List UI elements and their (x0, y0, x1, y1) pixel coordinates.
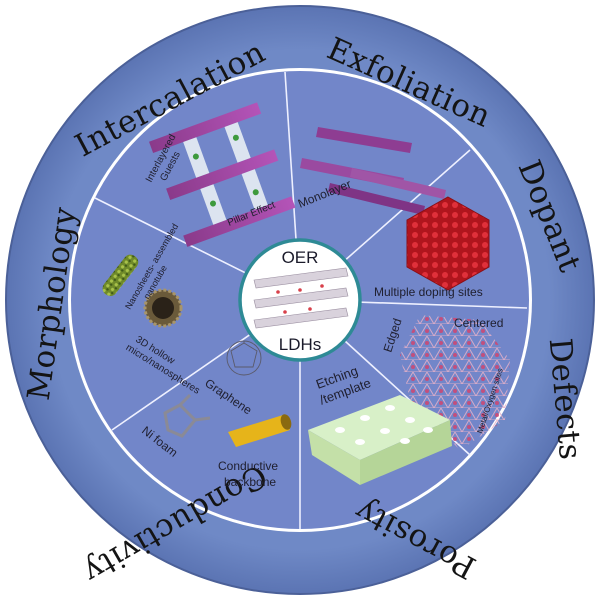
label-conductive-line1: Conductive (218, 459, 278, 473)
label-backbone-line2: backbone (224, 475, 276, 489)
porous-block-illustration (308, 395, 452, 485)
graphene-fullerene-illustration (226, 340, 262, 376)
nanotube-illustration (102, 254, 139, 297)
hollow-sphere-illustration (143, 288, 183, 328)
label-multiple-doping-sites: Multiple doping sites (374, 285, 483, 299)
ldh-layers-illustration (253, 267, 349, 329)
ni-foam-illustration (163, 393, 211, 438)
center-label-ldhs: LDHs (279, 335, 322, 354)
conductive-backbone-illustration (228, 414, 292, 447)
center-label-oer: OER (282, 248, 319, 267)
label-conductive-backbone: Conductive backbone (218, 459, 281, 489)
monolayer-illustration (300, 127, 446, 215)
label-centered: Centered (454, 316, 503, 330)
doped-hexagon-illustration (406, 196, 490, 291)
intercalation-illustration (149, 102, 296, 247)
